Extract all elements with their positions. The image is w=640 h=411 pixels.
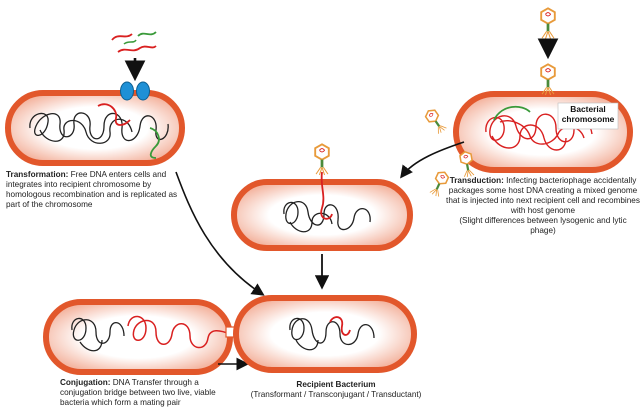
bacteriophage-icon [423,106,449,136]
transformation-title: Transformation: [6,170,69,179]
transformation-arrow [175,171,265,296]
free-dna-fragment [137,31,157,37]
phage-injected-cell [231,171,413,251]
free-dna-fragment [117,45,157,53]
transduction-caption: Transduction: Infecting bacteriophage ac… [446,176,640,236]
recipient-caption: Recipient Bacterium(Transformant / Trans… [246,380,426,400]
recipient-host-dna [289,317,375,351]
transduction-cell [453,91,633,173]
transformation-description: Free DNA enters cells and integrates int… [6,170,178,209]
recipient-title: Recipient Bacterium [296,380,376,389]
bacteriophage-icon [314,143,330,176]
recipient-cell [233,295,417,373]
bacterial-chromosome-label-box [557,102,619,130]
bacteriophage-icon [540,7,556,40]
bacteriophage-icon [540,63,556,96]
recipient-subtitle: (Transformant / Transconjugant / Transdu… [250,390,422,399]
conjugation-description: DNA Transfer through a conjugation bridg… [60,378,216,407]
transformation-incorporated-dna [97,103,131,126]
transduction-note: (Slight differences between lysogenic an… [459,216,627,235]
transformation-green-dna [149,127,160,159]
recipient-recombinant-dna [329,316,351,336]
transformation-cell [5,31,185,166]
receptor-icon [120,81,134,101]
middle-injected-dna [320,171,333,220]
transduction-green-dna [493,105,531,121]
transduction-arrow [400,141,465,179]
conjugation-title: Conjugation: [60,378,111,387]
transformation-host-dna [29,112,169,144]
free-dna-fragment [111,33,133,41]
bacterial-chromosome-label: Bacterial chromosome [561,104,615,124]
donor-plasmid-dna [127,315,231,349]
conjugation-donor-cell [43,299,233,375]
conjugation-caption: Conjugation: DNA Transfer through a conj… [60,378,238,408]
middle-host-dna [283,201,371,233]
receptor-icon [136,81,150,101]
transduction-title: Transduction: [449,176,504,185]
transduction-description: Infecting bacteriophage accidentally pac… [446,176,640,215]
donor-host-dna [71,317,125,352]
free-dna-fragment [123,39,137,45]
transformation-caption: Transformation: Free DNA enters cells an… [6,170,184,210]
